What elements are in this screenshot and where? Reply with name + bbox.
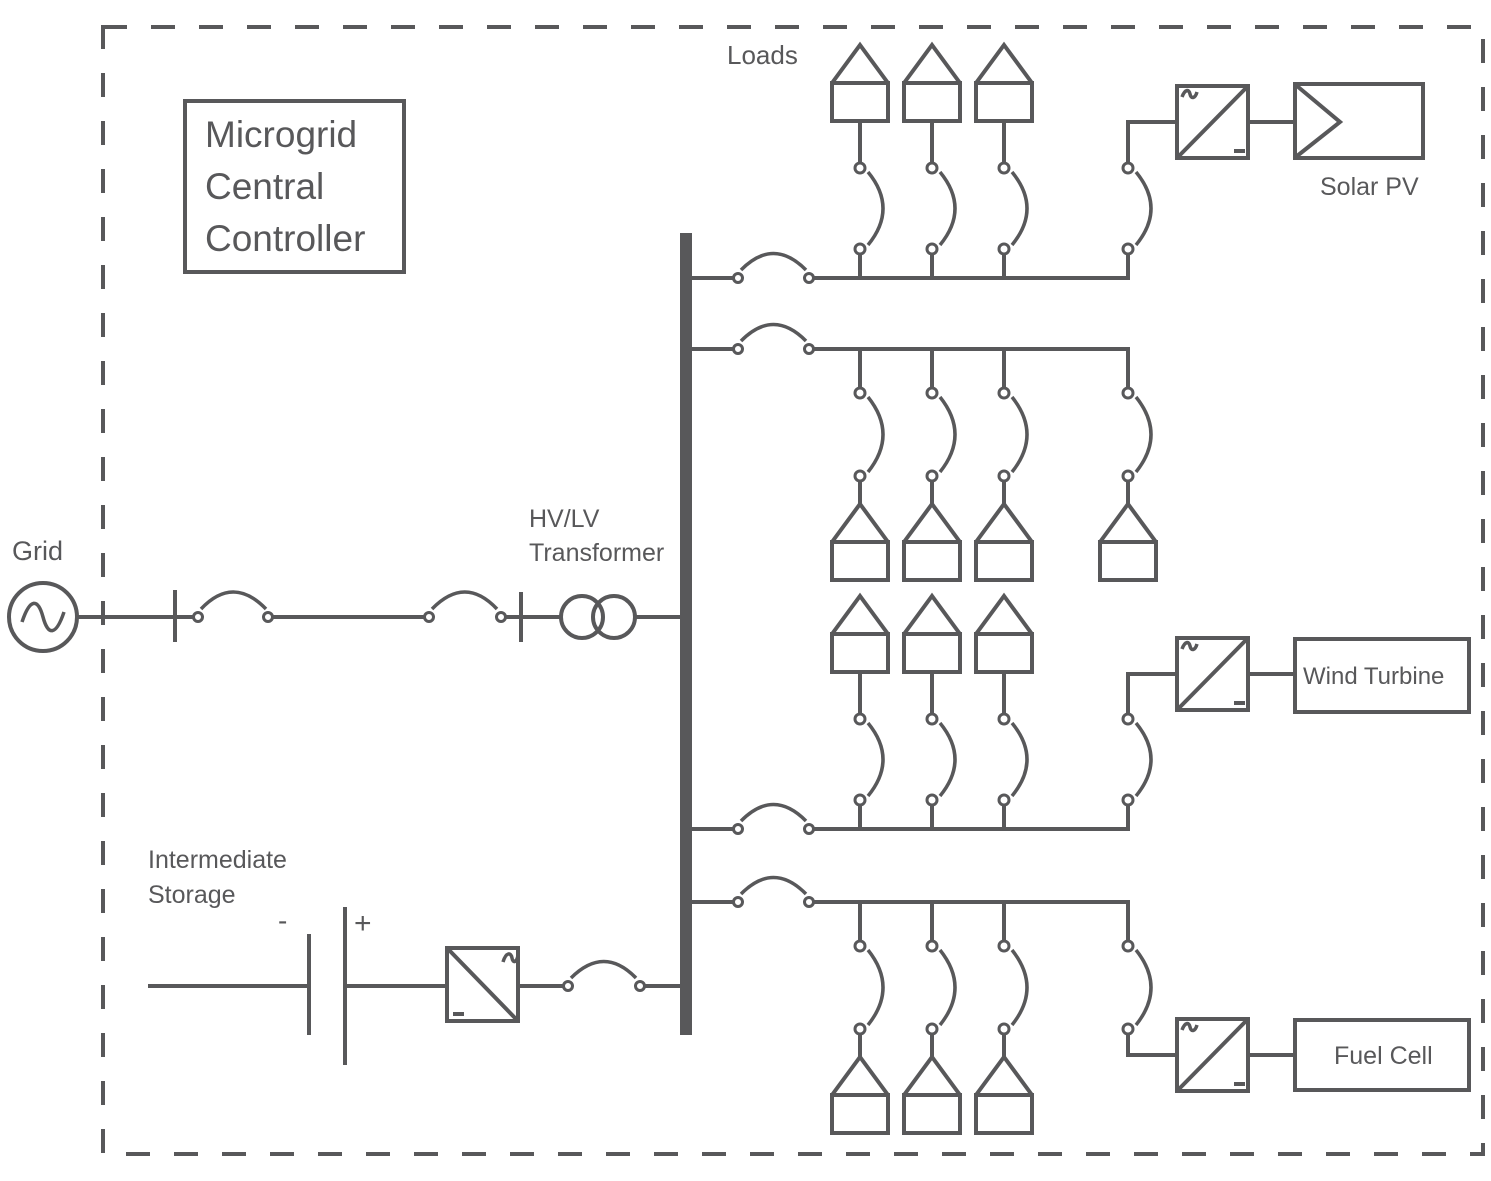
grid-label: Grid (12, 536, 63, 566)
feeder-breaker[interactable] (732, 875, 815, 908)
main-busbar (680, 233, 692, 1035)
load-switch[interactable] (997, 349, 1029, 506)
feeder-2 (692, 322, 1153, 506)
load-icon[interactable] (902, 592, 962, 674)
load-switch[interactable] (997, 902, 1029, 1059)
load-switch[interactable] (853, 349, 885, 506)
load-icon[interactable] (974, 500, 1034, 582)
feeder-4 (692, 875, 1295, 1059)
transformer-label-line-2: Transformer (529, 539, 664, 567)
storage-label-line-2: Storage (148, 881, 236, 909)
load-icon[interactable] (830, 500, 890, 582)
solar-pv-box (1293, 82, 1425, 160)
load-switch[interactable] (853, 674, 885, 829)
feeder-3 (692, 672, 1295, 835)
load-switch[interactable] (925, 123, 957, 278)
battery-plus-sign: + (354, 907, 372, 940)
load-icon[interactable] (974, 592, 1034, 674)
load-switch[interactable] (925, 902, 957, 1059)
loads-label: Loads (727, 40, 798, 70)
load-icon[interactable] (974, 1053, 1034, 1135)
load-switch[interactable] (925, 674, 957, 829)
grid-breaker-1[interactable] (192, 590, 274, 623)
controller-label-line-1: Microgrid (205, 114, 357, 155)
ac-source-icon[interactable] (7, 581, 79, 653)
grid-connection: Grid HV/LV Transformer (7, 505, 682, 653)
fuel-cell-label: Fuel Cell (1334, 1042, 1433, 1070)
load-icon[interactable] (902, 500, 962, 582)
load-icon[interactable] (830, 1053, 890, 1135)
source-switch[interactable] (1121, 902, 1153, 1036)
load-switch[interactable] (925, 349, 957, 506)
storage-breaker[interactable] (562, 959, 646, 992)
solar-pv-label: Solar PV (1320, 173, 1419, 201)
battery-icon[interactable] (307, 907, 347, 1065)
load-switch[interactable] (997, 123, 1029, 278)
feeder-breaker[interactable] (732, 802, 815, 835)
transformer-icon[interactable] (559, 594, 637, 640)
load-icon[interactable] (830, 592, 890, 674)
feeder-1 (692, 120, 1295, 284)
solar-pv-source[interactable]: Solar PV (1293, 82, 1425, 201)
intermediate-storage: Intermediate Storage - + (148, 846, 682, 1065)
controller-label-line-3: Controller (205, 218, 365, 259)
converter-icon[interactable] (1175, 1017, 1250, 1093)
load-switch[interactable] (1121, 349, 1153, 506)
wind-turbine-source[interactable]: Wind Turbine (1293, 637, 1471, 714)
storage-label-line-1: Intermediate (148, 846, 287, 874)
grid-breaker-2[interactable] (423, 590, 507, 623)
load-icon[interactable] (830, 41, 890, 123)
controller-label-line-2: Central (205, 166, 324, 207)
wind-turbine-box (1293, 637, 1471, 714)
load-icon[interactable] (974, 41, 1034, 123)
load-icon[interactable] (902, 1053, 962, 1135)
fuel-cell-source[interactable]: Fuel Cell (1293, 1018, 1471, 1092)
battery-minus-sign: - (278, 905, 287, 936)
load-switch[interactable] (997, 674, 1029, 829)
microgrid-boundary (101, 25, 1485, 1156)
central-controller[interactable]: Microgrid Central Controller (183, 99, 406, 274)
feeder-breaker[interactable] (732, 251, 815, 284)
controller-box (183, 99, 406, 274)
load-icon[interactable] (902, 41, 962, 123)
feeder-breaker[interactable] (732, 322, 815, 355)
wind-turbine-label: Wind Turbine (1303, 663, 1444, 690)
transformer-label-line-1: HV/LV (529, 505, 600, 533)
converter-icon[interactable] (1175, 636, 1250, 712)
solar-panel-icon (1295, 84, 1344, 158)
feeders (692, 41, 1295, 1135)
load-icon[interactable] (1098, 500, 1158, 582)
load-switch[interactable] (853, 902, 885, 1059)
converter-icon[interactable] (1175, 84, 1250, 160)
fuel-cell-box (1293, 1018, 1471, 1092)
source-switch[interactable] (1121, 712, 1153, 829)
storage-converter-icon[interactable] (445, 946, 520, 1023)
source-switch[interactable] (1121, 161, 1153, 278)
load-switch[interactable] (853, 123, 885, 278)
